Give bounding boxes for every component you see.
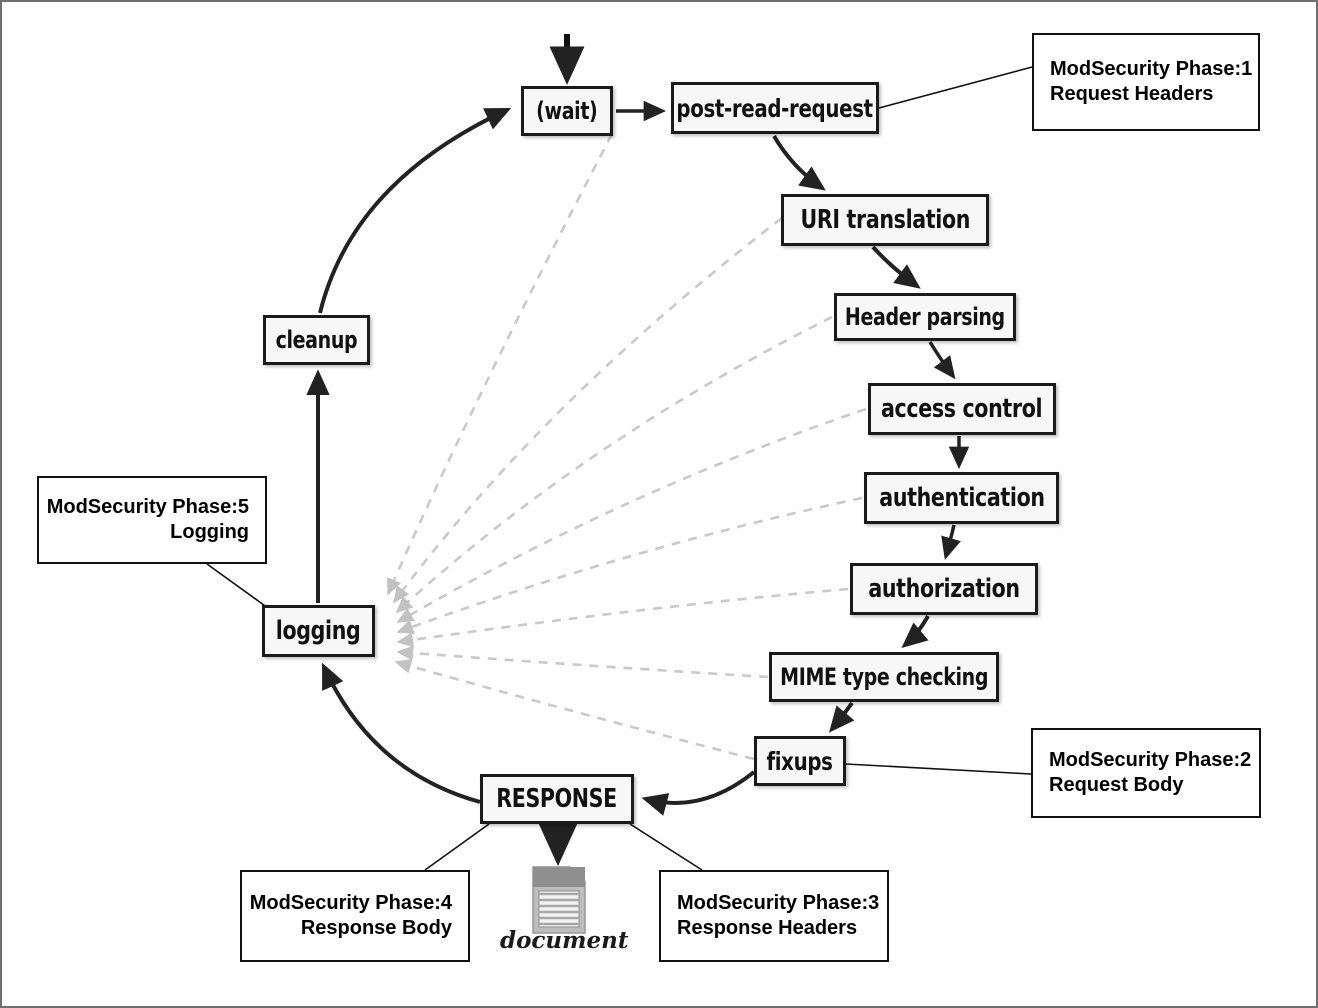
- annotation-phase-3-line1: ModSecurity Phase:3: [677, 892, 880, 914]
- annotation-phase-2: ModSecurity Phase:2 Request Body: [1031, 728, 1261, 818]
- annotation-phase-5: ModSecurity Phase:5 Logging: [37, 476, 267, 564]
- node-access-control[interactable]: access control: [868, 383, 1056, 435]
- node-mime-type-checking-label: MIME type checking: [780, 663, 988, 691]
- annotation-phase-3-line2: Response Headers: [677, 917, 858, 939]
- annotation-phase-4-line2: Response Body: [300, 917, 452, 939]
- node-mime-type-checking[interactable]: MIME type checking: [769, 652, 999, 702]
- annotation-phase-1-line2: Request Headers: [1050, 83, 1214, 105]
- annotation-phase-2-line1: ModSecurity Phase:2: [1049, 749, 1252, 771]
- flow-arrow-uri-translation-to-header-parsing: [871, 245, 921, 289]
- node-wait-label: (wait): [536, 97, 598, 125]
- flow-arrow-response-to-logging: [322, 662, 481, 804]
- annotation-phase-1-line1: ModSecurity Phase:1: [1050, 58, 1253, 80]
- node-authorization-label: authorization: [868, 574, 1020, 604]
- annotation-phase-1: ModSecurity Phase:1 Request Headers: [1032, 33, 1260, 131]
- annotation-phase-4-line1: ModSecurity Phase:4: [249, 892, 452, 914]
- node-authentication-label: authentication: [878, 483, 1045, 513]
- node-response-label: RESPONSE: [496, 784, 618, 814]
- annotation-leader-lines: [206, 66, 1033, 871]
- node-cleanup[interactable]: cleanup: [263, 315, 370, 365]
- annotation-phase-2-line2: Request Body: [1049, 774, 1184, 796]
- flow-arrow-authentication-to-authorization: [941, 524, 961, 560]
- node-authorization[interactable]: authorization: [850, 563, 1038, 615]
- flow-arrow-fixups-to-response: [641, 770, 756, 816]
- annotation-phase-3: ModSecurity Phase:3 Response Headers: [659, 870, 889, 962]
- node-logging[interactable]: logging: [262, 605, 375, 657]
- flow-arrow-cleanup-to-wait: [318, 108, 512, 314]
- node-wait[interactable]: (wait): [521, 86, 613, 136]
- annotation-phase-4: ModSecurity Phase:4 Response Body: [240, 870, 470, 962]
- node-response[interactable]: RESPONSE: [480, 774, 634, 824]
- node-fixups-label: fixups: [766, 746, 834, 776]
- node-authentication[interactable]: authentication: [864, 472, 1059, 524]
- flow-arrow-authorization-to-mime-type-checking: [901, 615, 930, 649]
- node-cleanup-label: cleanup: [275, 326, 358, 354]
- node-uri-translation[interactable]: URI translation: [781, 194, 989, 246]
- flow-arrow-header-parsing-to-access-control: [928, 341, 956, 380]
- flow-arrow-post-read-request-to-uri-translation: [772, 134, 826, 191]
- node-header-parsing-label: Header parsing: [845, 303, 1005, 331]
- node-fixups[interactable]: fixups: [754, 736, 846, 786]
- node-post-read-request[interactable]: post-read-request: [671, 82, 879, 134]
- node-header-parsing[interactable]: Header parsing: [834, 293, 1016, 341]
- node-logging-label: logging: [276, 616, 361, 646]
- node-access-control-label: access control: [881, 394, 1043, 424]
- annotation-phase-5-line2: Logging: [170, 521, 249, 543]
- document-page-icon: [532, 865, 587, 934]
- flow-arrow-mime-type-checking-to-fixups: [829, 701, 855, 733]
- node-uri-translation-label: URI translation: [800, 205, 970, 235]
- dashed-logging-arrows: [386, 133, 867, 761]
- document-caption: document: [500, 927, 629, 954]
- annotation-phase-5-line1: ModSecurity Phase:5: [46, 496, 249, 518]
- node-post-read-request-label: post-read-request: [676, 93, 874, 123]
